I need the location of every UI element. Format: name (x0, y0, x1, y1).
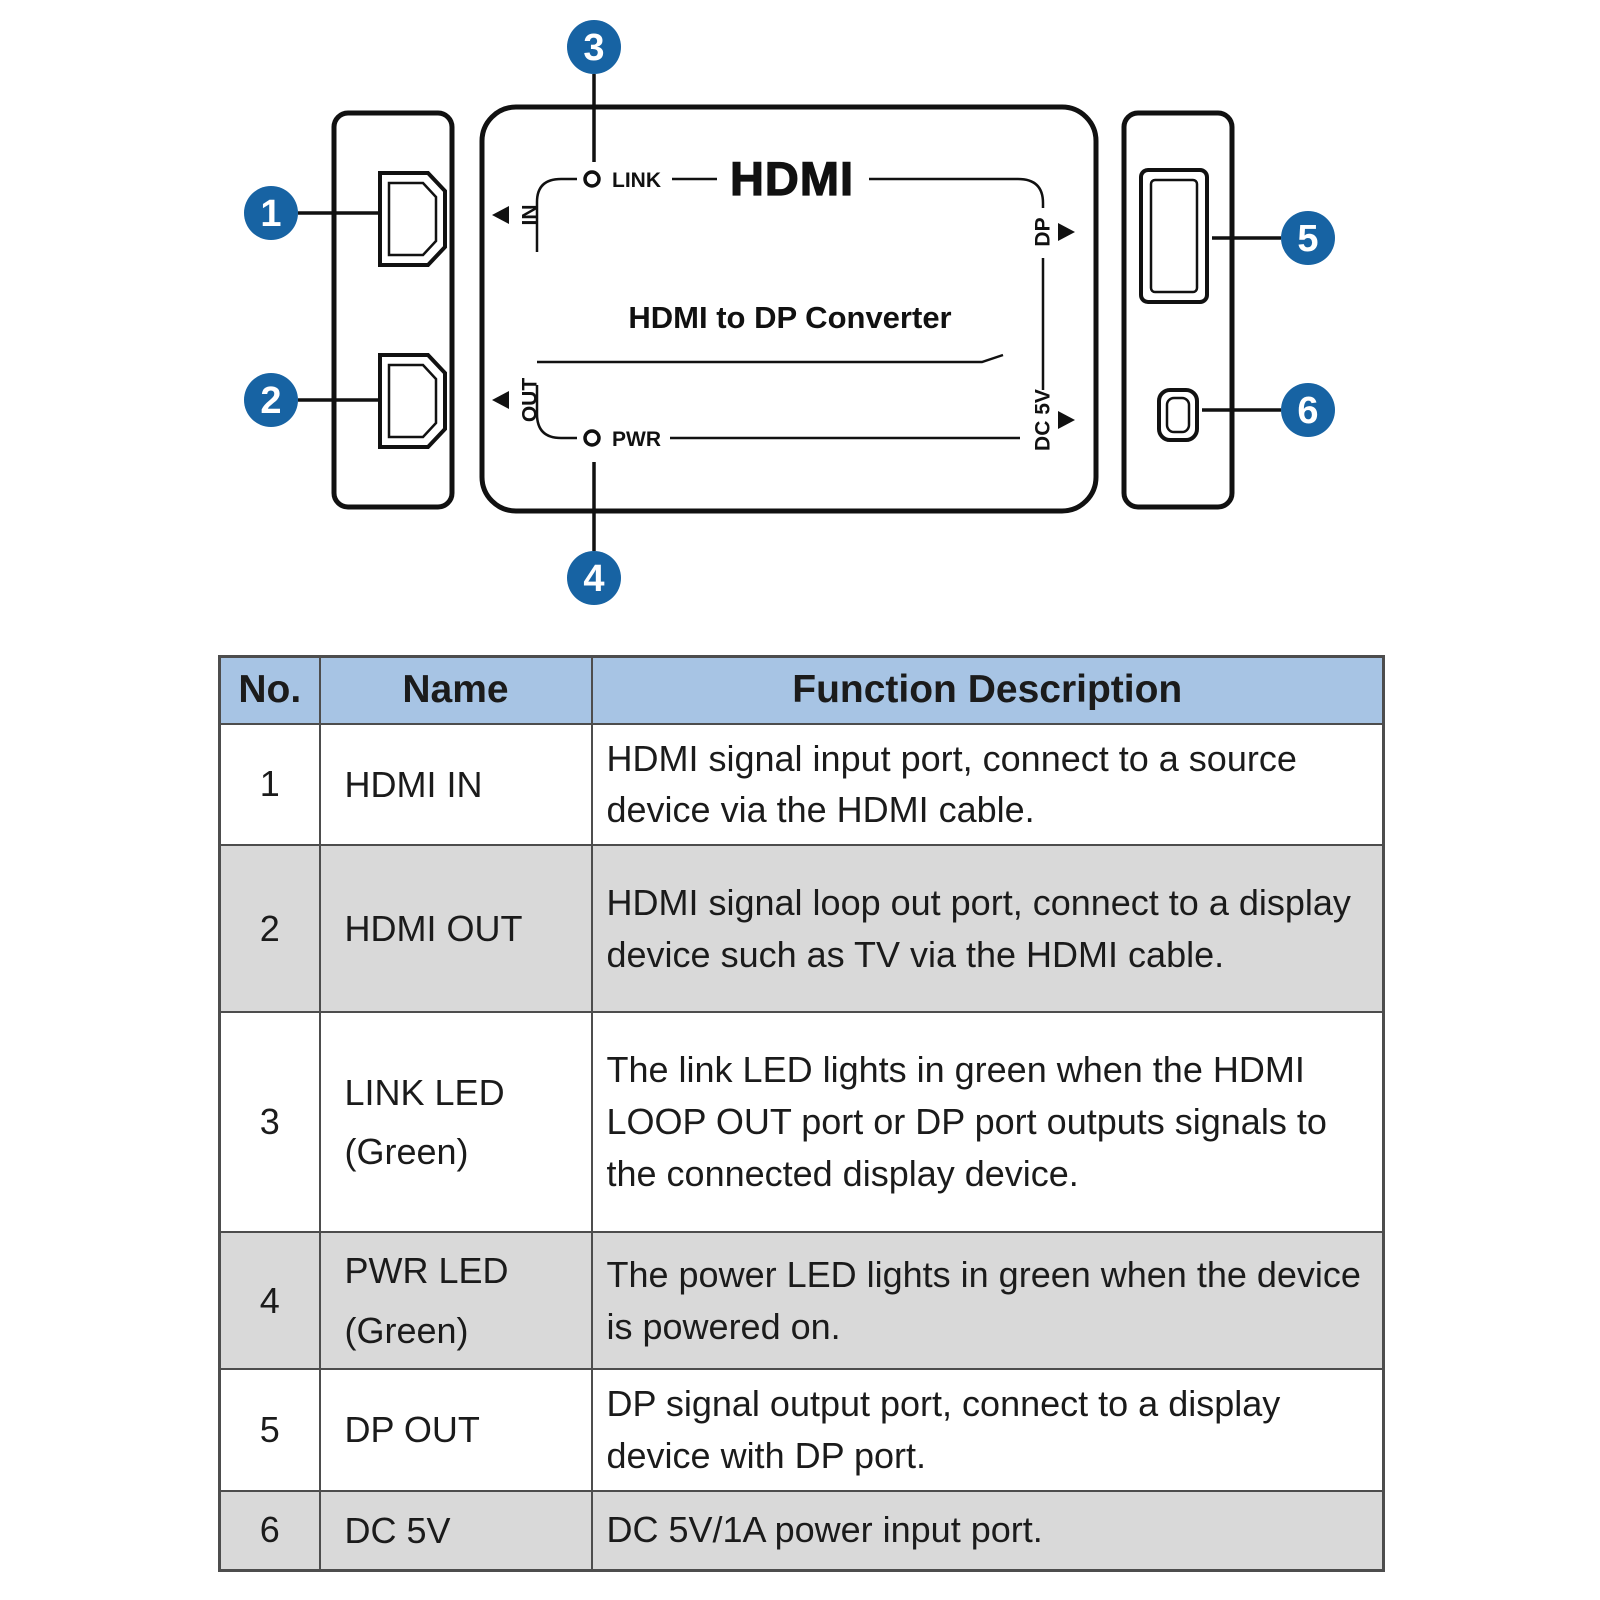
row-name: DP OUT (318, 1367, 593, 1492)
seam-top-right (869, 177, 1045, 208)
row-no: 5 (218, 1367, 321, 1492)
seam-middle (537, 353, 1004, 364)
out-arrow-icon (492, 391, 509, 409)
hdmi-out-port-inner (387, 363, 438, 439)
in-label: IN (519, 205, 542, 226)
dp-port-inner (1149, 178, 1199, 294)
row-name: DC 5V (318, 1489, 593, 1572)
row-desc: HDMI signal loop out port, connect to a … (590, 844, 1385, 1014)
left-side-view (331, 110, 455, 510)
row-desc: HDMI signal input port, connect to a sou… (590, 722, 1385, 847)
dp-port-icon (1139, 168, 1209, 304)
table-row: 5 DP OUT DP signal output port, connect … (218, 1367, 1385, 1492)
top-view: LINK PWR HDMI HDMI to DP Converter IN OU… (479, 104, 1099, 514)
header-row: No. Name Function Description (218, 655, 1385, 725)
row-name: PWR LED (Green) (318, 1231, 593, 1370)
link-led-icon (583, 170, 601, 188)
function-table: No. Name Function Description 1 HDMI IN … (218, 655, 1385, 1573)
row-no: 3 (218, 1011, 321, 1234)
row-name: HDMI IN (318, 722, 593, 847)
hdmi-logo: HDMI (730, 152, 854, 205)
callout-6-badge (1281, 383, 1335, 437)
dc-label: DC 5V (1032, 389, 1055, 451)
dp-arrow-icon (1058, 223, 1075, 241)
callout-5-badge (1281, 211, 1335, 265)
device-title: HDMI to DP Converter (628, 300, 951, 335)
row-name: HDMI OUT (318, 844, 593, 1014)
table-row: 4 PWR LED (Green) The power LED lights i… (218, 1231, 1385, 1370)
table-row: 1 HDMI IN HDMI signal input port, connec… (218, 722, 1385, 847)
row-no: 1 (218, 722, 321, 847)
device-body (479, 104, 1099, 514)
col-header-name: Name (318, 655, 593, 725)
dp-label: DP (1032, 217, 1055, 246)
hdmi-in-port-icon (378, 171, 447, 267)
col-header-desc: Function Description (590, 655, 1385, 725)
callout-5-number: 5 (1297, 218, 1318, 260)
usb-power-port-inner (1165, 396, 1191, 434)
seam-top-left (535, 177, 577, 252)
table-row: 3 LINK LED (Green) The link LED lights i… (218, 1011, 1385, 1234)
callout-1-badge (244, 186, 298, 240)
callout-1-number: 1 (260, 193, 281, 235)
device-diagram: LINK PWR HDMI HDMI to DP Converter IN OU… (244, 20, 1335, 605)
row-no: 6 (218, 1489, 321, 1572)
table-row: 6 DC 5V DC 5V/1A power input port. (218, 1489, 1385, 1572)
pwr-led-label: PWR (612, 428, 661, 451)
in-arrow-icon (492, 206, 509, 224)
row-no: 4 (218, 1231, 321, 1370)
row-desc: DP signal output port, connect to a disp… (590, 1367, 1385, 1492)
row-desc: The power LED lights in green when the d… (590, 1231, 1385, 1370)
col-header-no: No. (218, 655, 321, 725)
hdmi-in-port-inner (387, 181, 438, 257)
out-label: OUT (519, 378, 542, 423)
row-name: LINK LED (Green) (318, 1011, 593, 1234)
hdmi-out-port-icon (378, 353, 447, 449)
callout-3-badge (567, 20, 621, 74)
row-desc: DC 5V/1A power input port. (590, 1489, 1385, 1572)
callouts: 1 2 3 4 5 6 (244, 20, 1335, 605)
callout-4-number: 4 (583, 558, 604, 600)
callout-6-number: 6 (1297, 390, 1318, 432)
table-row: 2 HDMI OUT HDMI signal loop out port, co… (218, 844, 1385, 1014)
dc-arrow-icon (1058, 411, 1075, 429)
callout-2-number: 2 (260, 380, 281, 422)
callout-2-badge (244, 373, 298, 427)
right-side-view (1121, 110, 1235, 510)
callout-4-badge (567, 551, 621, 605)
row-desc: The link LED lights in green when the HD… (590, 1011, 1385, 1234)
pwr-led-icon (583, 429, 601, 447)
row-no: 2 (218, 844, 321, 1014)
link-led-label: LINK (612, 169, 661, 192)
callout-3-number: 3 (583, 27, 604, 69)
seam-bottom-left (535, 385, 577, 440)
